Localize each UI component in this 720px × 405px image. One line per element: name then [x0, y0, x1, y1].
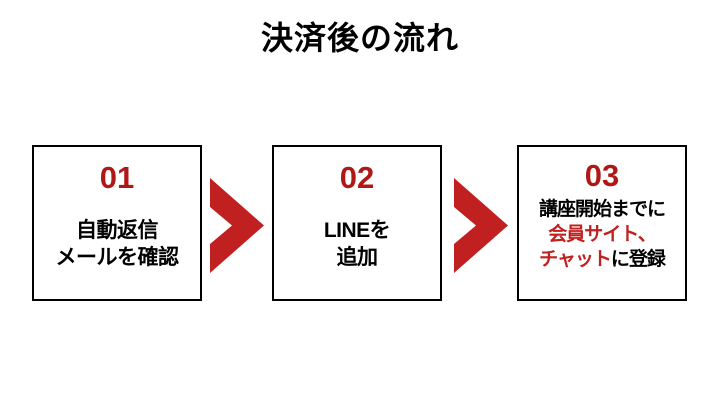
step-text-segment: LINEを	[323, 219, 391, 242]
step-line: 追加	[336, 244, 379, 271]
page-title: 決済後の流れ	[260, 20, 459, 56]
step-text-01: 自動返信 メールを確認	[34, 195, 200, 299]
chevron-right-icon	[452, 178, 508, 273]
step-card-02[interactable]: 02 LINEを 追加	[272, 145, 442, 301]
step-card-01[interactable]: 01 自動返信 メールを確認	[32, 145, 202, 301]
step-number-03: 03	[584, 158, 620, 193]
step-text-segment-highlight: 会員サイト、	[548, 224, 657, 245]
step-line: 自動返信	[76, 217, 159, 244]
process-flow: 01 自動返信 メールを確認 02 LINEを	[0, 145, 720, 305]
step-text-segment: 追加	[336, 246, 379, 269]
step-number-02: 02	[339, 160, 375, 195]
step-text-segment: 講座開始までに	[538, 199, 666, 220]
step-line: 会員サイト、	[548, 222, 657, 247]
step-text-segment-highlight: チャット	[539, 249, 612, 270]
step-card-03[interactable]: 03 講座開始までに 会員サイト、 チャットに登録	[517, 145, 687, 301]
step-text-02: LINEを 追加	[274, 195, 440, 299]
step-text-segment: メールを確認	[55, 246, 180, 269]
step-line: メールを確認	[55, 244, 180, 271]
step-text-segment: に登録	[610, 249, 666, 270]
step-text-segment: 自動返信	[76, 219, 159, 242]
step-line: チャットに登録	[539, 247, 666, 272]
chevron-right-icon	[208, 178, 264, 273]
step-line: 講座開始までに	[538, 197, 666, 222]
step-number-01: 01	[99, 160, 135, 195]
step-text-03: 講座開始までに 会員サイト、 チャットに登録	[519, 193, 685, 299]
step-line: LINEを	[323, 217, 391, 244]
